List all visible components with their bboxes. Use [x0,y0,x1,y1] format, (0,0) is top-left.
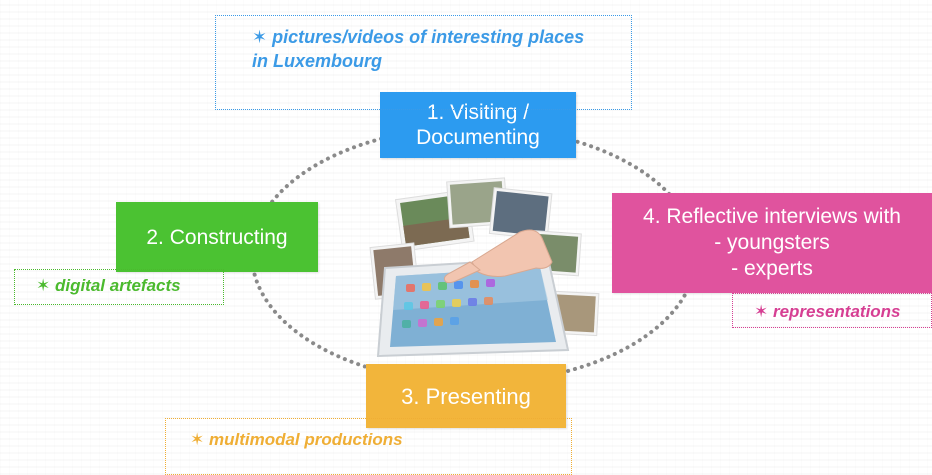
step-reflective-interviews: 4. Reflective interviews with - youngste… [612,193,932,293]
note-frame-pictures [215,15,632,110]
step-label: 3. Presenting [401,383,531,409]
app-icons [402,279,495,328]
note-multimodal-productions: ✶ multimodal productions [190,430,403,449]
note-pictures-videos: ✶ pictures/videos of interesting places … [252,27,585,71]
step-constructing: 2. Constructing [116,202,318,272]
step-visiting-documenting: 1. Visiting / Documenting [380,92,576,158]
step-label: 4. Reflective interviews with - youngste… [643,205,901,280]
photo-card [488,187,553,241]
note-representations: ✶ representations [754,302,901,321]
step-presenting: 3. Presenting [366,364,566,428]
step-label: 1. Visiting / Documenting [416,101,540,149]
step-label: 2. Constructing [146,225,288,249]
note-frame-artefacts [14,269,224,305]
note-digital-artefacts: ✶ digital artefacts [36,276,181,295]
hand-icon [443,229,553,284]
tablet-icon [376,256,570,358]
tablet-photo-collage-icon [369,177,600,358]
